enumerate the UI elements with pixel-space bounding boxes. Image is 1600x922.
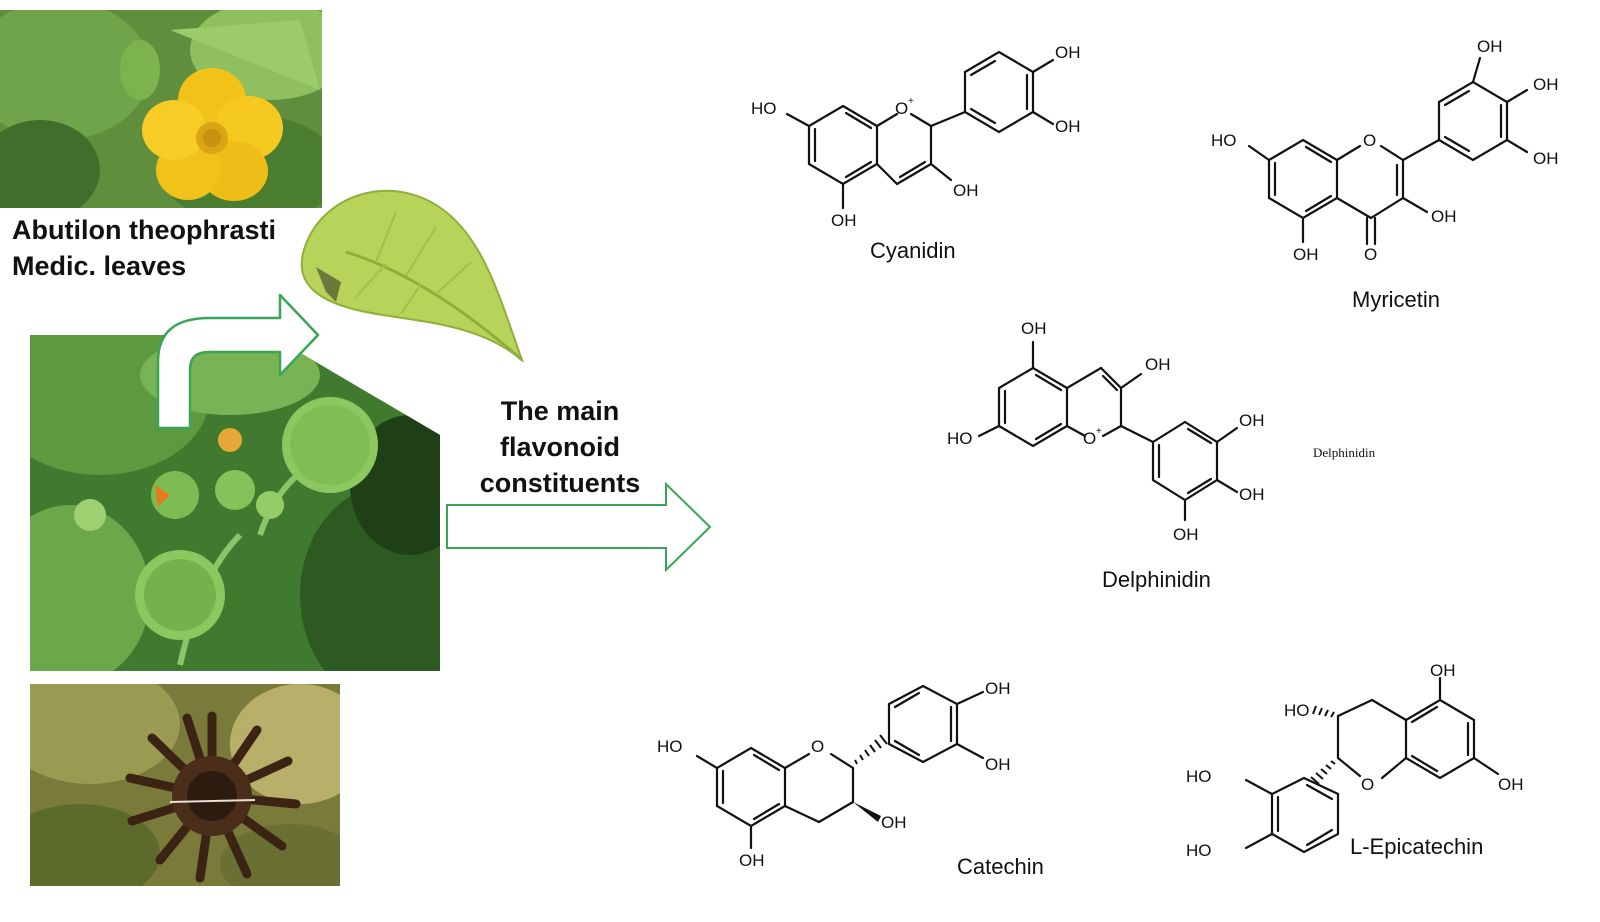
svg-text:OH: OH — [1498, 775, 1524, 794]
svg-text:OH: OH — [1055, 117, 1081, 136]
svg-text:OH: OH — [1145, 355, 1171, 374]
svg-text:OH: OH — [1173, 525, 1199, 544]
svg-text:OH: OH — [739, 851, 765, 870]
svg-text:O: O — [1361, 775, 1374, 794]
svg-text:OH: OH — [881, 813, 907, 832]
l-epicatechin-structure: HO O OH OH HO HO — [1180, 660, 1560, 875]
svg-text:HO: HO — [751, 99, 777, 118]
svg-text:O: O — [1364, 245, 1377, 264]
svg-text:OH: OH — [1477, 37, 1503, 56]
cyanidin-label: Cyanidin — [870, 238, 956, 263]
flower-photo — [0, 10, 322, 208]
catechin-structure: HO O OH OH OH OH — [655, 672, 1035, 877]
svg-text:OH: OH — [1293, 245, 1319, 264]
plant-photo — [30, 335, 440, 671]
svg-text:OH: OH — [1021, 319, 1047, 338]
right-arrow — [446, 482, 712, 573]
svg-text:+: + — [1096, 426, 1102, 437]
svg-text:OH: OH — [1533, 75, 1559, 94]
delphinidin-stray-label: Delphinidin — [1313, 445, 1376, 460]
cyanidin-structure: HO O + OH OH OH OH — [745, 38, 1105, 243]
plant-title: Abutilon theophrasti Medic. leaves — [12, 215, 276, 281]
svg-text:+: + — [908, 96, 914, 107]
svg-text:HO: HO — [1186, 767, 1212, 786]
svg-text:OH: OH — [953, 181, 979, 200]
svg-text:OH: OH — [985, 679, 1011, 698]
svg-text:HO: HO — [947, 429, 973, 448]
catechin-label: Catechin — [957, 854, 1044, 879]
svg-text:O: O — [895, 99, 908, 118]
svg-text:O: O — [811, 737, 824, 756]
curved-arrow — [156, 293, 320, 430]
myricetin-label: Myricetin — [1352, 287, 1441, 312]
svg-text:OH: OH — [1431, 207, 1457, 226]
svg-text:HO: HO — [657, 737, 683, 756]
delphinidin-label: Delphinidin — [1102, 567, 1211, 592]
svg-text:OH: OH — [1055, 43, 1081, 62]
svg-text:OH: OH — [1239, 485, 1265, 504]
l-epicatechin-label: L-Epicatechin — [1350, 834, 1484, 859]
svg-text:HO: HO — [1211, 131, 1237, 150]
leaf-photo — [286, 172, 526, 367]
arrow-label: The main flavonoid constituents — [479, 396, 641, 498]
svg-text:HO: HO — [1284, 701, 1310, 720]
svg-text:OH: OH — [831, 211, 857, 230]
svg-text:O: O — [1083, 429, 1096, 448]
myricetin-structure: HO O OH O OH OH OH OH — [1205, 32, 1585, 277]
svg-text:HO: HO — [1186, 841, 1212, 860]
svg-text:O: O — [1363, 131, 1376, 150]
svg-text:OH: OH — [1239, 411, 1265, 430]
seedpod-photo — [30, 684, 340, 886]
svg-text:OH: OH — [1533, 149, 1559, 168]
delphinidin-structure: OH OH HO O + OH OH OH — [945, 316, 1285, 561]
svg-text:OH: OH — [985, 755, 1011, 774]
svg-text:OH: OH — [1430, 661, 1456, 680]
